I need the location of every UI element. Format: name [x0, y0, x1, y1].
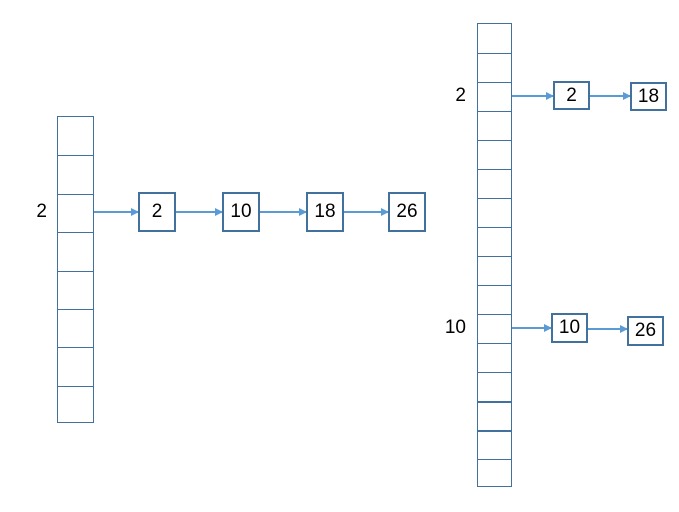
chain-arrow-connector — [512, 91, 554, 100]
arrow-head-icon — [623, 92, 631, 100]
chain-arrow-connector — [260, 208, 307, 216]
bucket-index-label: 10 — [444, 316, 466, 338]
hash-table-cell — [478, 24, 511, 53]
hash-table-cell — [478, 227, 511, 256]
chain-node-box: 10 — [222, 192, 260, 232]
hash-table-cell — [58, 270, 93, 309]
hash-table-cell — [478, 169, 511, 198]
chain-node-box: 18 — [306, 192, 344, 232]
arrow-head-icon — [299, 208, 307, 216]
hash-table-array — [477, 23, 512, 487]
bucket-index-label: 2 — [36, 201, 47, 222]
hash-table-cell — [478, 198, 511, 227]
chain-arrow-connector — [588, 325, 628, 333]
hash-table-cell — [58, 193, 93, 232]
hash-table-cell — [58, 385, 93, 424]
hash-table-cell — [478, 285, 511, 314]
chain-arrow-connector — [176, 208, 223, 216]
chain-node-box: 18 — [630, 82, 667, 111]
arrow-head-icon — [131, 208, 139, 216]
hash-table-cell — [478, 459, 511, 488]
hash-table-cell — [478, 82, 511, 111]
hash-table-cell — [478, 372, 511, 401]
chain-node-box: 2 — [138, 192, 176, 232]
hash-table-cell — [478, 343, 511, 372]
chain-node-box: 26 — [627, 315, 664, 346]
hash-table-cell — [58, 232, 93, 270]
chain-arrow-connector — [590, 92, 631, 100]
chain-arrow-connector — [94, 208, 139, 216]
arrow-head-icon — [381, 208, 389, 216]
hash-table-cell — [478, 111, 511, 140]
arrow-head-icon — [544, 323, 552, 332]
chain-node-box: 10 — [551, 312, 588, 343]
bucket-index-label: 2 — [455, 84, 466, 106]
hash-table-cell — [478, 140, 511, 169]
hash-table-cell — [478, 53, 511, 82]
hash-table-cell — [478, 401, 511, 430]
arrow-head-icon — [546, 91, 554, 100]
hash-table-cell — [58, 155, 93, 193]
hash-table-cell — [58, 308, 93, 347]
chain-node-box: 26 — [388, 192, 426, 232]
chain-node-box: 2 — [553, 81, 590, 110]
hash-table-array — [57, 116, 94, 424]
hash-table-cell — [478, 314, 511, 343]
hash-table-cell — [58, 347, 93, 385]
arrow-head-icon — [620, 325, 628, 333]
arrow-head-icon — [215, 208, 223, 216]
chain-arrow-connector — [344, 208, 389, 216]
chain-arrow-connector — [512, 323, 552, 332]
hash-table-cell — [478, 256, 511, 285]
hash-table-cell — [478, 430, 511, 459]
